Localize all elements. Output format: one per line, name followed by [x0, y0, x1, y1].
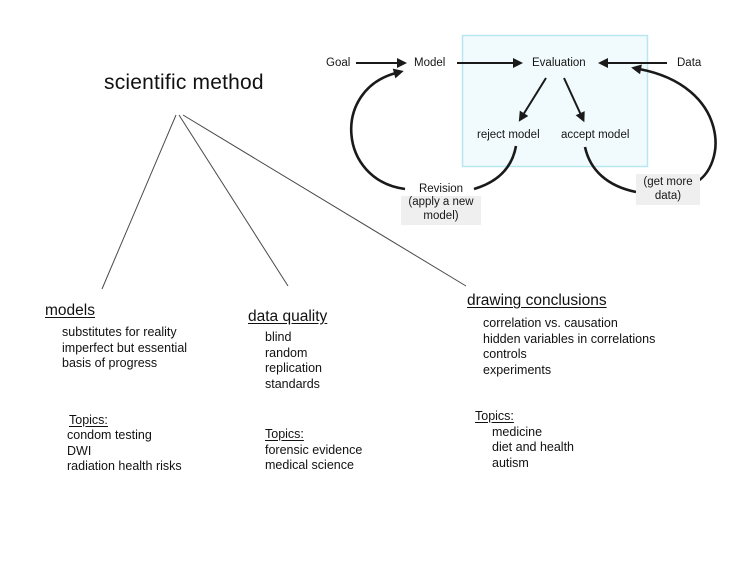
column-data-quality-items: blind random replication standards	[265, 330, 362, 392]
list-item: medical science	[265, 458, 354, 472]
flow-node-data: Data	[677, 57, 702, 69]
list-item: controls	[483, 347, 527, 361]
list-item: random	[265, 345, 308, 360]
column-drawing-conclusions-topics-label: Topics:	[475, 409, 514, 423]
list-item: standards	[265, 376, 320, 391]
flow-node-evaluation: Evaluation	[532, 57, 586, 69]
list-item: DWI	[67, 443, 92, 458]
page-title: scientific method	[104, 71, 264, 94]
list-item: medicine	[492, 424, 543, 439]
list-item: experiments	[483, 362, 552, 377]
flow-node-model: Model	[414, 57, 446, 69]
list-item: basis of progress	[62, 356, 158, 370]
list-item: substitutes for reality	[62, 325, 177, 339]
column-drawing-conclusions: drawing conclusions correlation vs. caus…	[467, 291, 655, 471]
list-item: replication	[265, 361, 322, 375]
column-models-topics: condom testing DWI radiation health risk…	[67, 428, 187, 475]
curve-accept-to-getmoredata	[583, 146, 637, 194]
list-item: radiation health risks	[67, 459, 182, 473]
branch-line-models	[101, 114, 177, 290]
list-item: condom testing	[67, 428, 152, 442]
flow-note-revision: Revision (apply a new model)	[401, 169, 481, 239]
column-data-quality: data quality blind random replication st…	[248, 307, 362, 474]
list-item: hidden variables in correlations	[483, 331, 656, 346]
column-models: models substitutes for reality imperfect…	[45, 301, 187, 475]
column-data-quality-topics: forensic evidence medical science	[265, 443, 362, 474]
list-item: blind	[265, 330, 292, 344]
column-data-quality-heading: data quality	[248, 308, 328, 325]
arrow-evaluation-to-accept	[563, 77, 585, 123]
column-drawing-conclusions-topics: medicine diet and health autism	[492, 425, 655, 472]
branch-line-data-quality	[178, 114, 289, 287]
column-models-items: substitutes for reality imperfect but es…	[62, 325, 187, 372]
loop-getmoredata-to-evaluation	[631, 64, 717, 186]
flow-node-reject-model: reject model	[477, 129, 540, 141]
column-drawing-conclusions-items: correlation vs. causation hidden variabl…	[483, 316, 655, 378]
flow-note-revision-rest: (apply a new model)	[401, 196, 481, 225]
flow-node-goal: Goal	[326, 57, 351, 69]
list-item: autism	[492, 455, 529, 470]
arrow-evaluation-to-reject	[518, 77, 547, 122]
list-item: forensic evidence	[265, 442, 363, 457]
list-item: correlation vs. causation	[483, 316, 618, 330]
flow-note-revision-line1: Revision	[418, 182, 464, 195]
evaluation-highlight-box	[461, 34, 649, 168]
branch-line-drawing-conclusions	[182, 114, 467, 287]
curve-reject-to-revision	[473, 145, 518, 191]
flow-node-accept-model: accept model	[561, 129, 630, 141]
loop-revision-to-model	[349, 68, 406, 191]
list-item: diet and health	[492, 440, 575, 454]
flow-note-get-more-data: (get more data)	[636, 174, 700, 205]
column-models-heading: models	[45, 302, 95, 319]
column-drawing-conclusions-heading: drawing conclusions	[467, 292, 607, 309]
list-item: imperfect but essential	[62, 340, 188, 355]
column-data-quality-topics-label: Topics:	[265, 427, 304, 441]
column-models-topics-label: Topics:	[69, 412, 108, 427]
